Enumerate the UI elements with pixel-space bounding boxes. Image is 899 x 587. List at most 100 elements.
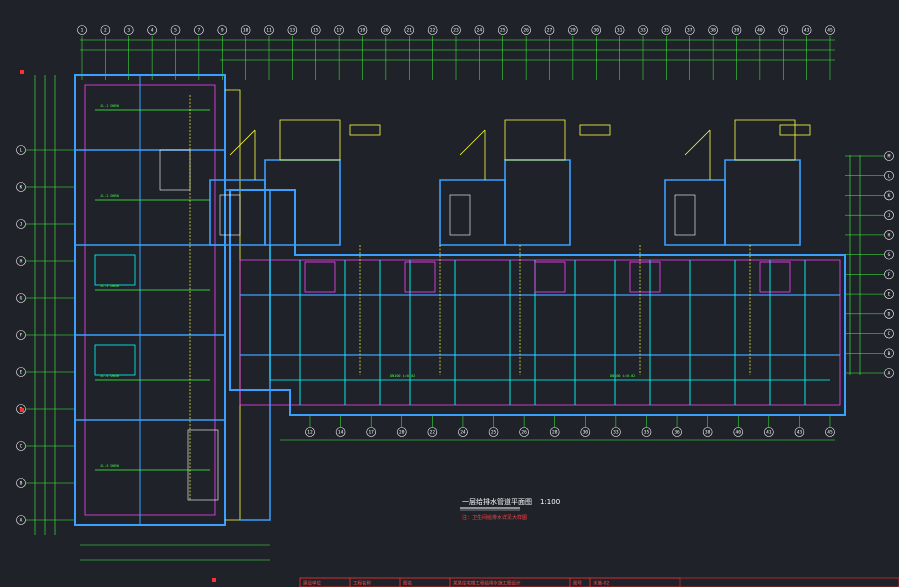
bottom-axis-label: 12 xyxy=(307,430,313,436)
top-axis-circle xyxy=(568,25,578,35)
right-axis-circle xyxy=(884,269,894,280)
bottom-axis-circle xyxy=(641,427,652,437)
bottom-axis-43: 43 xyxy=(794,427,805,437)
top-axis-circle xyxy=(100,25,111,35)
top-axis-label: 31 xyxy=(617,28,623,34)
top-axis-circle xyxy=(147,25,157,35)
bottom-axis-label: 24 xyxy=(460,430,466,436)
title-cell-text: 水施-02 xyxy=(593,580,609,587)
bottom-axis-12: 12 xyxy=(305,427,315,437)
bottom-axis-circle xyxy=(825,427,835,437)
right-axis-circle xyxy=(884,170,894,181)
bottom-axis-label: 43 xyxy=(797,430,803,436)
left-axis-H: H xyxy=(16,256,26,266)
title-cell xyxy=(589,577,681,587)
bottom-axis-label: 38 xyxy=(705,430,711,436)
bottom-axis-circle xyxy=(396,427,407,437)
top-axis-label: 24 xyxy=(477,28,483,34)
left-axis-circle xyxy=(16,219,26,229)
left-axis-G: G xyxy=(16,293,26,303)
top-axis-19: 19 xyxy=(357,25,368,35)
top-axis-label: 20 xyxy=(383,28,389,34)
right-axis-circle xyxy=(884,230,894,240)
svg-text:JL-2 DN50: JL-2 DN50 xyxy=(100,194,119,198)
bottom-axis-circle xyxy=(488,427,499,437)
bottom-axis-label: 30 xyxy=(583,430,589,436)
left-axis-C: C xyxy=(16,441,26,451)
right-axis-circle xyxy=(884,249,894,260)
bottom-axis-circle xyxy=(458,427,468,437)
drawing-scale: 1:100 xyxy=(540,498,560,506)
left-axis-label: F xyxy=(20,333,23,339)
left-axis-label: L xyxy=(20,148,23,154)
right-axis-label: D xyxy=(888,311,891,317)
top-axis-circle xyxy=(614,25,625,35)
right-axis-circle xyxy=(884,151,894,161)
top-axis-43: 43 xyxy=(801,25,812,35)
left-axis-circle xyxy=(16,145,26,155)
top-axis-10: 10 xyxy=(240,25,251,35)
top-axis-circle xyxy=(194,25,204,35)
right-axis-label: G xyxy=(888,252,891,258)
frame-marks xyxy=(20,70,216,582)
bottom-axis-label: 41 xyxy=(766,430,772,436)
bottom-axis-14: 14 xyxy=(335,427,346,437)
right-axis-circle xyxy=(884,190,894,201)
top-axis-29: 29 xyxy=(568,25,578,35)
title-cell-text: 某某住宅楼工程给排水施工图设计 xyxy=(453,580,521,587)
left-axis-label: A xyxy=(20,518,23,524)
left-axis-label: G xyxy=(20,296,23,302)
top-axis-circle xyxy=(825,25,835,35)
top-axis-circle xyxy=(264,25,274,35)
top-axis-15: 15 xyxy=(310,25,321,35)
left-axis-circle xyxy=(16,293,26,303)
right-axis-C: C xyxy=(884,328,894,339)
right-axis-E: E xyxy=(884,289,894,299)
top-axis-label: 11 xyxy=(266,28,272,34)
unit-blocks xyxy=(209,119,811,246)
bottom-axis-35: 35 xyxy=(641,427,652,437)
bottom-dimension-lines xyxy=(80,439,835,561)
top-axis-23: 23 xyxy=(451,25,461,35)
top-axis-24: 24 xyxy=(474,25,485,35)
left-axis-K: K xyxy=(16,182,26,192)
left-axis-E: E xyxy=(16,367,26,377)
top-axis-label: 35 xyxy=(664,28,670,34)
top-dimension-lines xyxy=(80,39,835,61)
top-axis-circle xyxy=(170,25,181,35)
left-axis-circle xyxy=(16,256,26,266)
bottom-axis-circle xyxy=(733,427,744,437)
left-axis-F: F xyxy=(16,330,26,340)
bottom-axis-label: 35 xyxy=(644,430,650,436)
bottom-axis-25: 25 xyxy=(488,427,499,437)
right-axis-G: G xyxy=(884,249,894,260)
top-axis-3: 3 xyxy=(123,25,134,35)
top-axis-circle xyxy=(661,25,672,35)
top-axis-label: 43 xyxy=(804,28,810,34)
right-axis-A: A xyxy=(884,368,894,378)
bottom-axis-26: 26 xyxy=(519,427,529,437)
top-axis-35: 35 xyxy=(661,25,672,35)
top-axis-37: 37 xyxy=(684,25,695,35)
left-axis-label: J xyxy=(20,222,23,228)
top-axis-circle xyxy=(708,25,718,35)
top-axis-circle xyxy=(497,25,508,35)
top-axis-label: 5 xyxy=(174,28,177,34)
top-axis-label: 13 xyxy=(290,28,296,34)
right-axis-M: M xyxy=(884,151,894,161)
right-axis-J: J xyxy=(884,210,894,220)
bottom-axis-circle xyxy=(305,427,315,437)
bottom-axis-circle xyxy=(702,427,713,437)
drawing-title-block: 一层给排水管道平面图 1:100 注：卫生间给排水详见大样图 xyxy=(460,497,560,521)
top-axis-circle xyxy=(217,25,228,35)
right-axis-label: E xyxy=(888,292,891,298)
bottom-axis-45: 45 xyxy=(825,427,835,437)
right-axis-label: K xyxy=(888,193,891,199)
right-axis-H: H xyxy=(884,230,894,240)
bottom-axis-label: 22 xyxy=(430,430,436,436)
bottom-axis-40: 40 xyxy=(733,427,744,437)
